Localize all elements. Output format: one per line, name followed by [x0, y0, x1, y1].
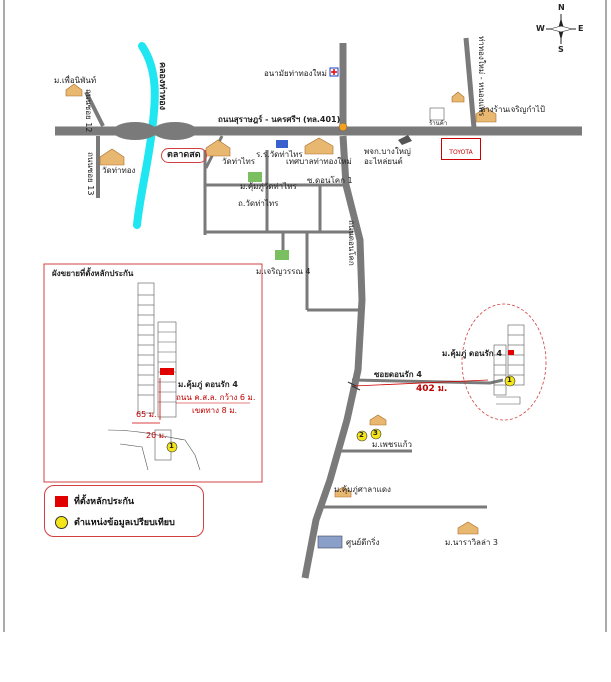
toyota-label: TOYOTA	[449, 149, 473, 156]
callout-plots	[493, 324, 525, 405]
legend: ที่ตั้งหลักประกัน ตำแหน่งข้อมูลเปรียบเที…	[44, 485, 204, 537]
inset-dim-1: 65 ม.	[136, 410, 157, 419]
soi-12-label: ถนนซอย 12	[84, 89, 93, 133]
pet-store-icon	[429, 107, 445, 121]
inset-road-label-1: ถนน ค.ส.ล. กว้าง 6 ม.	[176, 393, 256, 402]
bridge-mark-2	[347, 381, 357, 387]
callout-ellipse	[461, 303, 547, 421]
roundabout-right	[153, 122, 197, 140]
school-flag-icon	[276, 140, 288, 148]
motor-parts-icon	[398, 135, 412, 145]
compass-w: W	[536, 24, 545, 33]
shop-center-label: ศูนย์ดีกริ่ง	[346, 538, 380, 547]
legend-property-label: ที่ตั้งหลักประกัน	[74, 497, 135, 507]
callout-village-label: ม.คุ้มภู่ ดอนรัก 4	[442, 349, 502, 358]
house-icons	[65, 83, 497, 535]
distance-line	[353, 379, 489, 387]
compass-e: E	[578, 24, 584, 33]
soi-donrak4-label: ซอยดอนรัก 4	[374, 370, 422, 379]
village-thakrai-icon	[248, 172, 262, 182]
wat-tatong-label: วัดท่าทอง	[102, 166, 136, 175]
inset-road-label-2: เขตทาง 8 ม.	[192, 406, 238, 415]
callout-point-1-label: 1	[507, 376, 512, 384]
soi-12-road	[84, 91, 105, 127]
point-3-label: 3	[373, 429, 378, 437]
distance-label: 402 ม.	[416, 384, 448, 394]
compass-s: S	[558, 45, 564, 54]
charoen-shop-label: ห่างร้านเจริญกำไป้	[480, 105, 545, 114]
bridge-mark-1	[351, 385, 361, 391]
canal-label: คลองท่าทอง	[157, 62, 167, 111]
north-right-road	[463, 37, 477, 129]
soi-13-label: ถนนซอย 13	[86, 152, 95, 196]
callout-property-marker	[508, 350, 514, 355]
inset-point-1-label: 1	[169, 442, 174, 450]
inset-property-marker	[160, 368, 174, 375]
village-phuechniwat-label: ม.เพื่อนิพันท์	[54, 76, 97, 85]
school-thakrai-label: ร.ร.วัดท่าไทร	[256, 150, 303, 159]
market-label: ตลาดสด	[161, 148, 207, 163]
main-road-label: ถนนสุราษฎร์ - นครศรีฯ (ทล.401)	[218, 115, 341, 124]
compass-n: N	[558, 3, 565, 12]
legend-row-property: ที่ตั้งหลักประกัน	[55, 494, 134, 508]
point-3	[370, 428, 382, 440]
roundabout-left	[113, 122, 157, 140]
legend-row-comparable: ตำแหน่งข้อมูลเปรียบเทียบ	[55, 515, 175, 529]
road-thakrai-label: ถ.วัดท่าไทร	[238, 199, 279, 208]
callout-point-1	[504, 375, 516, 387]
point-2	[356, 430, 368, 442]
health-station-label: อนามัยท่าทองใหม่	[264, 69, 327, 78]
point-2-label: 2	[359, 431, 364, 439]
inset-box	[43, 263, 263, 483]
shop-center-icon	[317, 535, 343, 549]
village-charoen4-label: ม.เจริญวรรณ 4	[256, 267, 311, 276]
inset-title: ผังขยายที่ตั้งหลักประกัน	[52, 269, 134, 278]
inset-point-1	[166, 441, 178, 453]
hwy-motor-label: พจก.บางใหญ่	[364, 147, 411, 156]
soi-donrak-4-road	[351, 378, 504, 385]
village-charoen-icon	[275, 250, 289, 260]
road-donkhok-label: ถนนดอนโคก	[347, 220, 356, 266]
legend-comparable-label: ตำแหน่งข้อมูลเปรียบเทียบ	[74, 518, 175, 528]
toyota-sign: TOYOTA	[441, 138, 481, 160]
road-tha-mai-label: ท่าทองใหม่ - หนองแพร	[477, 36, 486, 117]
compass-icon	[546, 14, 576, 44]
junction-icon	[338, 122, 348, 132]
inset-plots	[107, 282, 201, 471]
village-thakrai-label: ม.คุ้มภู่วัดท่าไทร	[240, 182, 297, 191]
village-soi-khok-label: ม.คุ้มภู่ศาลาแดง	[334, 485, 391, 494]
inset-village-label: ม.คุ้มภู่ ดอนรัก 4	[178, 380, 238, 389]
pet-store-label: ร้านค้า	[429, 120, 448, 127]
parts-shop-label: อะไหล่ยนต์	[364, 157, 403, 166]
wat-thakrai-label-1: วัดท่าไทร	[222, 157, 256, 166]
municipal-label: เทศบาลท่าทองใหม่	[286, 157, 352, 166]
property-square-icon	[55, 495, 68, 507]
comparable-dot-icon	[55, 515, 68, 529]
inset-dim-2: 20 ม.	[146, 431, 167, 440]
village-phetcharee-label: ม.เพชรแก้ว	[372, 440, 413, 449]
soi-khok-1-label: ซ.ดอนโคก 1	[307, 176, 353, 185]
village-narawan-label: ม.นาราวิลล่า 3	[445, 538, 498, 547]
